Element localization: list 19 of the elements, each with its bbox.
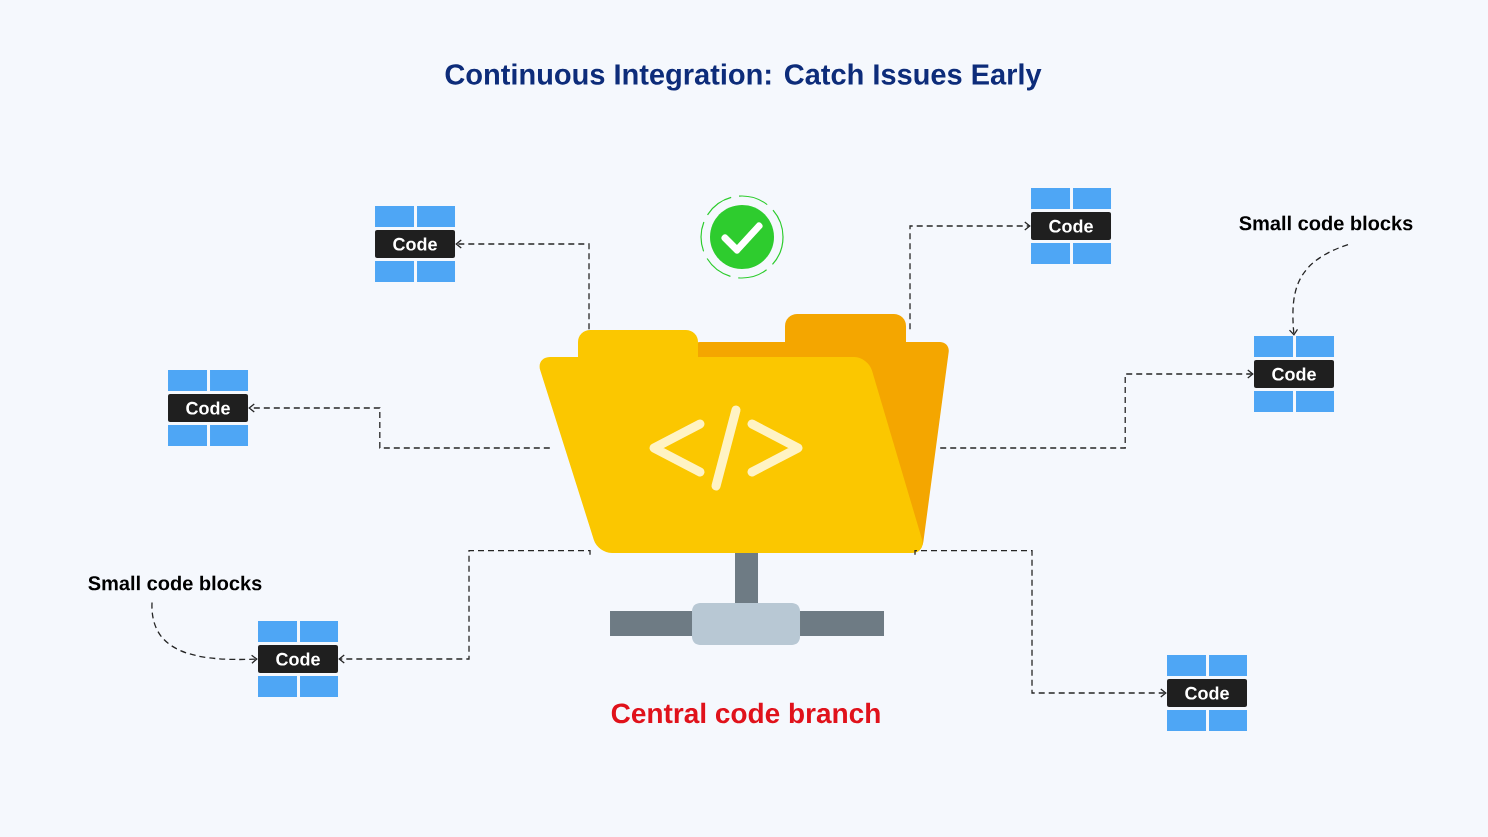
dashed-arrow <box>939 369 1254 449</box>
title: Continuous Integration: Catch Issues Early <box>445 63 1042 91</box>
folder-server-drawing <box>539 314 949 645</box>
node-label: Central code branch <box>611 702 880 724</box>
dashed-arrow <box>151 601 258 664</box>
dashed-arrow <box>338 550 591 664</box>
annotation-text: Small code blocks <box>88 575 262 591</box>
dashed-arrow <box>455 239 590 330</box>
dashed-arrow <box>248 403 551 449</box>
code-block: Code <box>1167 655 1247 731</box>
code-block: Code <box>375 206 455 282</box>
code-block: Code <box>1031 188 1111 264</box>
dashed-arrow <box>914 550 1167 698</box>
code-block: Code <box>1254 336 1334 412</box>
dashed-arrow <box>909 221 1031 330</box>
dashed-arrow <box>1288 243 1349 336</box>
code-block: Code <box>168 370 248 446</box>
code-block: Code <box>258 621 338 697</box>
annotation-text: Small code blocks <box>1239 215 1413 231</box>
